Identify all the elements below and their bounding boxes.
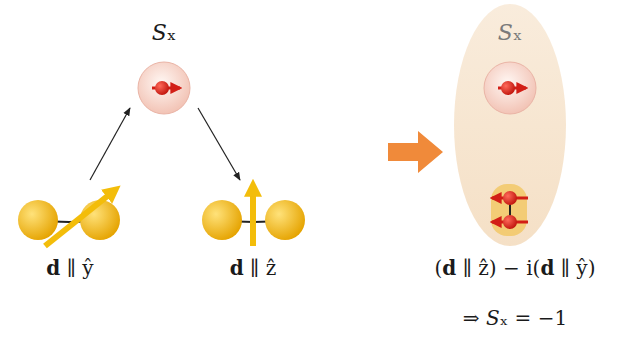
spin-circle	[484, 62, 536, 114]
spin-ball	[155, 81, 169, 95]
spin-state: Sₓ	[476, 20, 544, 118]
dipole-arrow	[45, 190, 115, 246]
spin-circle	[138, 62, 190, 114]
spin-label: Sₓ	[476, 20, 544, 46]
atom	[265, 200, 305, 240]
connector-arrow	[198, 108, 240, 180]
dipole-label: d ∥ ẑ	[198, 256, 308, 280]
spin-label: Sₓ	[130, 20, 198, 46]
equation: ⇒ Sₓ = −1	[395, 305, 635, 331]
dipole-molecule: d ∥ ŷ	[15, 180, 125, 280]
atom	[18, 200, 58, 240]
equation: (d ∥ ẑ) − i(d ∥ ŷ)	[395, 255, 635, 281]
spin-ball	[501, 81, 515, 95]
block-arrow	[388, 131, 443, 173]
connector-arrow	[90, 108, 130, 180]
spin-state: Sₓ	[130, 20, 198, 118]
result-band	[454, 4, 566, 246]
dipole-label: d ∥ ŷ	[15, 256, 125, 280]
atom	[80, 200, 120, 240]
dipole-arrow	[250, 186, 256, 246]
spin-dimer	[491, 184, 528, 236]
atom	[202, 200, 242, 240]
dipole-molecule: d ∥ ẑ	[198, 180, 308, 280]
